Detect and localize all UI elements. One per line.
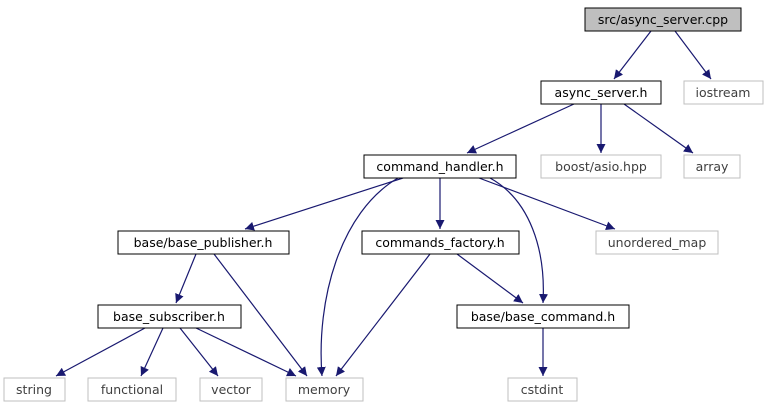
node-box bbox=[97, 304, 242, 329]
node-label: string bbox=[16, 382, 52, 397]
node-label: async_server.h bbox=[555, 85, 648, 100]
nodes: src/async_server.cpp async_server.h iost… bbox=[3, 7, 764, 402]
node-box bbox=[285, 377, 364, 402]
node-label: base/base_publisher.h bbox=[134, 235, 273, 250]
node-box bbox=[584, 7, 742, 32]
node-box bbox=[3, 377, 66, 402]
node-string[interactable]: string bbox=[3, 377, 66, 402]
node-command-handler-h[interactable]: command_handler.h bbox=[363, 154, 517, 179]
edge-async-server-cpp-to-async-server-h bbox=[613, 30, 652, 80]
edge-commands-factory-h-to-memory bbox=[335, 253, 431, 377]
node-label: iostream bbox=[696, 85, 751, 100]
node-label: memory bbox=[298, 382, 351, 397]
node-memory[interactable]: memory bbox=[285, 377, 364, 402]
node-box bbox=[595, 230, 719, 255]
node-vector[interactable]: vector bbox=[199, 377, 263, 402]
edge-command-handler-h-to-base-publisher-h bbox=[244, 177, 404, 231]
node-label: array bbox=[696, 159, 729, 174]
node-box bbox=[117, 230, 290, 255]
edge-command-handler-h-to-memory bbox=[316, 177, 399, 377]
node-async-server-h[interactable]: async_server.h bbox=[540, 80, 662, 105]
edge-commands-factory-h-to-base-command-h bbox=[456, 253, 524, 304]
edge-async-server-h-to-command-handler-h bbox=[466, 103, 575, 154]
edge-base-publisher-h-to-memory bbox=[213, 253, 308, 377]
node-box bbox=[540, 154, 662, 179]
node-label: base/base_command.h bbox=[471, 309, 615, 324]
node-box bbox=[87, 377, 177, 402]
node-boost-asio[interactable]: boost/asio.hpp bbox=[540, 154, 662, 179]
node-iostream[interactable]: iostream bbox=[683, 80, 764, 105]
edge-base-subscriber-h-to-functional bbox=[140, 327, 164, 377]
node-label: vector bbox=[211, 382, 252, 397]
node-box bbox=[199, 377, 263, 402]
edge-command-handler-h-to-unordered-map bbox=[478, 177, 616, 231]
edges bbox=[55, 30, 712, 377]
node-cstdint[interactable]: cstdint bbox=[507, 377, 578, 402]
node-label: base_subscriber.h bbox=[113, 309, 225, 324]
edge-async-server-cpp-to-iostream bbox=[674, 30, 712, 80]
node-base-command-h[interactable]: base/base_command.h bbox=[456, 304, 630, 329]
edge-base-subscriber-h-to-memory bbox=[195, 327, 297, 377]
node-box bbox=[683, 154, 741, 179]
node-base-publisher-h[interactable]: base/base_publisher.h bbox=[117, 230, 290, 255]
node-box bbox=[361, 230, 520, 255]
node-label: cstdint bbox=[521, 382, 564, 397]
node-functional[interactable]: functional bbox=[87, 377, 177, 402]
node-box bbox=[507, 377, 578, 402]
node-box bbox=[540, 80, 662, 105]
node-box bbox=[363, 154, 517, 179]
edge-base-subscriber-h-to-vector bbox=[179, 327, 219, 377]
node-label: command_handler.h bbox=[376, 159, 503, 174]
node-commands-factory-h[interactable]: commands_factory.h bbox=[361, 230, 520, 255]
node-array[interactable]: array bbox=[683, 154, 741, 179]
node-label: boost/asio.hpp bbox=[555, 159, 647, 174]
edge-base-publisher-h-to-base-subscriber-h bbox=[175, 253, 197, 304]
node-box bbox=[683, 80, 764, 105]
node-box bbox=[456, 304, 630, 329]
node-unordered-map[interactable]: unordered_map bbox=[595, 230, 719, 255]
node-base-subscriber-h[interactable]: base_subscriber.h bbox=[97, 304, 242, 329]
node-label: functional bbox=[101, 382, 163, 397]
edge-base-subscriber-h-to-string bbox=[55, 327, 146, 377]
node-label: commands_factory.h bbox=[375, 235, 504, 250]
edge-async-server-h-to-array bbox=[623, 103, 694, 154]
node-label: unordered_map bbox=[608, 235, 707, 250]
node-label: src/async_server.cpp bbox=[598, 12, 728, 27]
node-async-server-cpp[interactable]: src/async_server.cpp bbox=[584, 7, 742, 32]
